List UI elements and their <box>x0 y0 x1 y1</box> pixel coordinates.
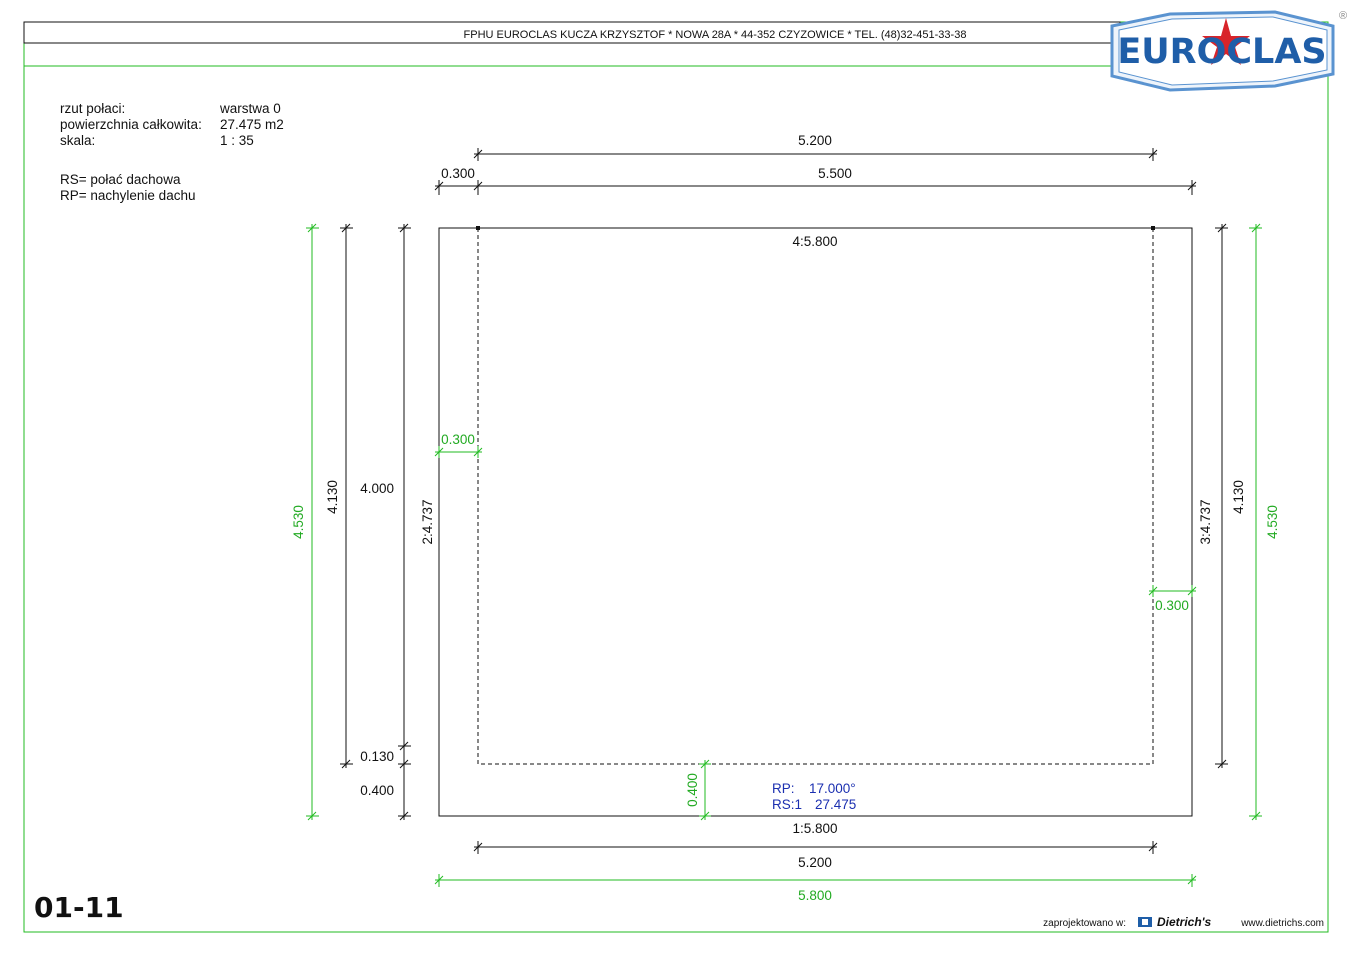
dim-overhang-left: 0.300 <box>441 432 475 447</box>
dim-left-0130: 0.130 <box>360 749 394 764</box>
overhang-left-marker: 0.300 <box>434 432 483 458</box>
footer: zaprojektowano w: Dietrich's www.dietric… <box>1043 915 1324 929</box>
footer-brand: Dietrich's <box>1157 915 1212 929</box>
edge-top-label: 4:5.800 <box>792 234 837 249</box>
rp-value: 17.000° <box>809 781 856 796</box>
top-dimensions: 5.200 0.300 5.500 <box>434 133 1197 195</box>
dim-left-0400: 0.400 <box>360 783 394 798</box>
corner-marker-left <box>476 226 480 230</box>
right-dimensions: 4.130 4.530 <box>1215 223 1280 821</box>
dim-overhang-bottom: 0.400 <box>685 773 700 807</box>
dim-overhang-right: 0.300 <box>1155 598 1189 613</box>
designed-with: zaprojektowano w: <box>1043 918 1126 929</box>
page-frame <box>23 21 1329 933</box>
footer-website: www.dietrichs.com <box>1240 918 1324 929</box>
euroclas-logo: EUROCLAS <box>1110 10 1335 92</box>
dim-bottom-total: 5.800 <box>798 888 832 903</box>
rs-label: RS:1 <box>772 797 802 812</box>
dim-top-rest: 5.500 <box>818 166 852 181</box>
edge-right-label: 3:4.737 <box>1198 499 1213 544</box>
rs-value: 27.475 <box>815 797 856 812</box>
bottom-dimensions: 5.200 5.800 <box>434 841 1197 903</box>
dim-left-4130: 4.130 <box>325 480 340 514</box>
legend-rp: RP= nachylenie dachu <box>60 188 195 203</box>
registered-mark: ® <box>1339 10 1347 22</box>
dim-bottom-inner: 5.200 <box>798 855 832 870</box>
dim-top-inner: 5.200 <box>798 133 832 148</box>
scale-label: skala: <box>60 133 95 148</box>
sheet-number: 01-11 <box>34 891 124 924</box>
dim-left-total: 4.530 <box>291 505 306 539</box>
overhang-right-marker: 0.300 <box>1148 585 1197 613</box>
overhang-bottom-marker: 0.400 <box>685 759 711 821</box>
corner-marker-right <box>1151 226 1155 230</box>
rzut-value: warstwa 0 <box>219 101 281 116</box>
info-block: rzut połaci: warstwa 0 powierzchnia całk… <box>60 101 284 203</box>
roof-info: RP: 17.000° RS:1 27.475 <box>772 781 856 812</box>
dim-right-4130: 4.130 <box>1231 480 1246 514</box>
rp-label: RP: <box>772 781 795 796</box>
dim-left-4000: 4.000 <box>360 481 394 496</box>
legend-rs: RS= połać dachowa <box>60 172 181 187</box>
area-value: 27.475 m2 <box>220 117 284 132</box>
left-dimensions: 4.530 4.130 4.000 0.130 0.400 <box>291 223 411 821</box>
roof-outline <box>438 227 1193 817</box>
dim-right-total: 4.530 <box>1265 505 1280 539</box>
edge-left-label: 2:4.737 <box>420 499 435 544</box>
scale-value: 1 : 35 <box>220 133 254 148</box>
edge-bottom-label: 1:5.800 <box>792 821 837 836</box>
company-line: FPHU EUROCLAS KUCZA KRZYSZTOF * NOWA 28A… <box>464 29 967 41</box>
wall-outline <box>477 228 1154 765</box>
area-label: powierzchnia całkowita: <box>60 117 202 132</box>
rzut-label: rzut połaci: <box>60 101 125 116</box>
star-icon <box>1202 18 1250 65</box>
dim-top-overhang: 0.300 <box>441 166 475 181</box>
logo-text: EUROCLAS <box>1117 32 1326 72</box>
